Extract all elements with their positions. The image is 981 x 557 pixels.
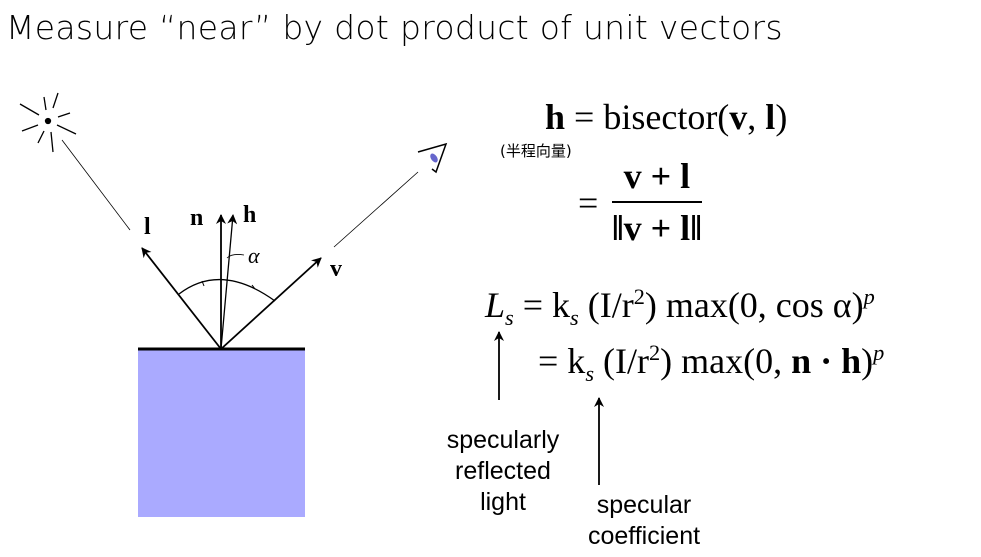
label-specular-coefficient: specular coefficient bbox=[569, 490, 719, 552]
ks-sub: s bbox=[570, 305, 579, 331]
fraction-numerator: v + l bbox=[623, 156, 691, 196]
label-l: l bbox=[144, 214, 151, 240]
normalized-fraction: v + l ‖v + l‖ bbox=[612, 155, 702, 249]
annotation-line: light bbox=[480, 488, 526, 516]
label-alpha: α bbox=[248, 243, 260, 268]
annotation-line: specular bbox=[596, 491, 692, 519]
label-v: v bbox=[330, 256, 342, 282]
arc-tick bbox=[201, 280, 205, 287]
ls-symbol: L bbox=[485, 285, 506, 325]
max-close: ) bbox=[861, 341, 874, 381]
intensity-term: (I/r bbox=[578, 285, 634, 325]
l-vector bbox=[141, 247, 222, 350]
label-specularly-reflected-light: specularly reflected light bbox=[428, 425, 578, 518]
exponent-p: p bbox=[873, 340, 885, 365]
ks-sub: s bbox=[585, 361, 594, 387]
label-n: n bbox=[190, 205, 203, 231]
h-vector bbox=[220, 214, 238, 350]
view-ray bbox=[333, 171, 419, 248]
ls-sub: s bbox=[505, 305, 514, 331]
square: 2 bbox=[633, 284, 645, 309]
eq-h: h bbox=[545, 97, 566, 137]
light-ray bbox=[61, 139, 131, 231]
arc-tick bbox=[251, 284, 256, 290]
ks-symbol: = k bbox=[538, 341, 586, 381]
n-dot-h: n · h bbox=[791, 341, 862, 381]
eq2-sign: = bbox=[578, 183, 599, 223]
annotation-line: coefficient bbox=[587, 522, 701, 550]
max-term: ) max(0, bbox=[660, 341, 792, 381]
eq-close: ) bbox=[775, 97, 788, 137]
alpha-leader bbox=[226, 254, 245, 259]
intensity-term: (I/r bbox=[594, 341, 649, 381]
max-cos-term: ) max(0, cos α) bbox=[644, 285, 864, 325]
label-h: h bbox=[243, 202, 256, 228]
annotation-line: reflected bbox=[455, 457, 551, 485]
square: 2 bbox=[648, 340, 661, 365]
ls-equation-line1: Ls = ks (I/r2) max(0, cos α)p bbox=[485, 284, 875, 331]
annotation-line: specularly bbox=[446, 426, 560, 454]
ls-equation-line2: = ks (I/r2) max(0, n · h)p bbox=[538, 340, 884, 387]
surface-block bbox=[138, 350, 305, 517]
eq-bisector: bisector( bbox=[603, 97, 730, 137]
angle-arc bbox=[178, 278, 276, 302]
slide-title: Measure “near” by dot product of unit ve… bbox=[6, 8, 783, 47]
light-source-icon bbox=[19, 92, 77, 153]
chinese-note: (半程向量) bbox=[500, 142, 572, 160]
fraction-bar bbox=[612, 201, 702, 203]
eq-comma: , bbox=[747, 97, 766, 137]
eye-icon bbox=[417, 142, 448, 174]
fraction-denominator: ‖v + l‖ bbox=[612, 208, 702, 248]
v-vector bbox=[220, 257, 322, 350]
eq-l: l bbox=[765, 97, 776, 137]
bisector-equation: h = bisector(v, l) bbox=[545, 97, 788, 137]
ks-symbol: = k bbox=[522, 285, 571, 325]
eq-v: v bbox=[729, 97, 748, 137]
exponent-p: p bbox=[863, 284, 875, 309]
